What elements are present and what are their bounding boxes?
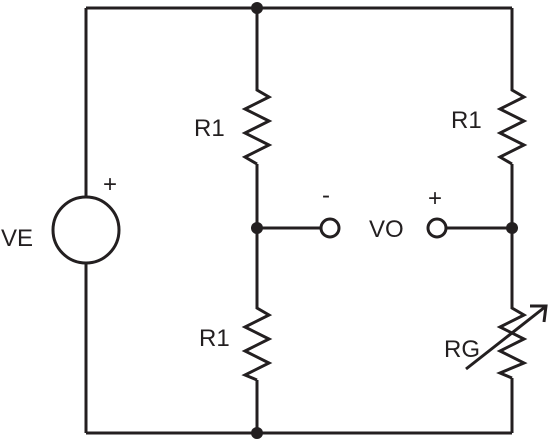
resistor-right-variable xyxy=(496,300,528,380)
junction-node-left-mid xyxy=(251,222,263,234)
source-label: VE xyxy=(1,225,33,252)
junction-node-right-mid xyxy=(506,222,518,234)
source-polarity-sign: + xyxy=(103,171,117,198)
output-plus-sign: + xyxy=(428,185,442,212)
junction-node-top xyxy=(251,2,263,14)
resistor-left-bottom-label: R1 xyxy=(199,325,230,352)
resistor-right-top-label: R1 xyxy=(451,107,482,134)
resistor-right-top xyxy=(496,82,528,166)
resistor-left-top-label: R1 xyxy=(194,115,225,142)
output-terminal-plus xyxy=(426,217,448,239)
output-minus-sign: - xyxy=(322,182,330,209)
variable-resistor-arrow-shaft xyxy=(465,305,546,371)
variable-resistor-label: RG xyxy=(444,336,480,363)
junction-node-bottom xyxy=(251,427,263,439)
resistor-left-top xyxy=(241,82,273,166)
voltage-source-symbol xyxy=(51,195,121,265)
output-terminal-minus xyxy=(319,217,341,239)
variable-resistor-arrow-head xyxy=(530,304,548,323)
output-voltage-label: VO xyxy=(369,216,404,243)
resistor-left-bottom xyxy=(241,300,273,382)
